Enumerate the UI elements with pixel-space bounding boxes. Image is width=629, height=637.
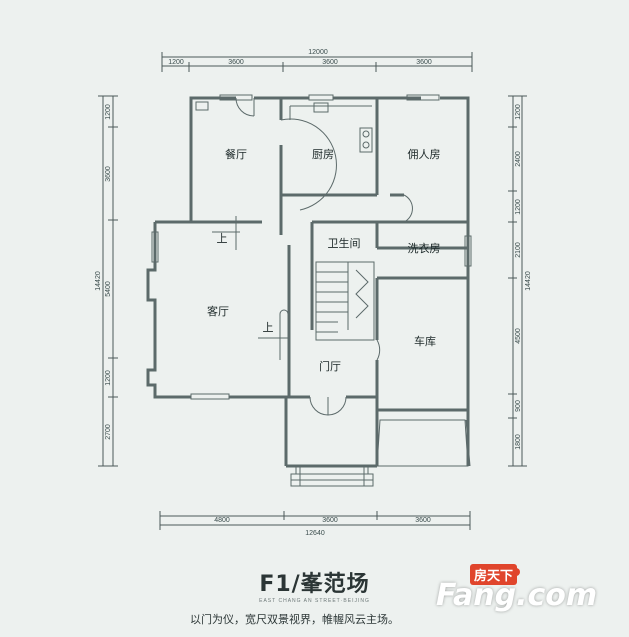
room-garage-label: 车库 <box>414 334 436 348</box>
dim-top-seg-3: 3600 <box>322 59 338 66</box>
room-living-label: 客厅 <box>207 304 229 318</box>
dim-right-seg-2: 2400 <box>515 151 522 167</box>
dim-top-seg-4: 3600 <box>416 59 432 66</box>
dim-left-seg-1: 1200 <box>105 104 112 120</box>
dim-bottom-total: 12640 <box>305 530 325 537</box>
dim-right-seg-1: 1200 <box>515 104 522 120</box>
dim-top-seg-2: 3600 <box>228 59 244 66</box>
dim-right-seg-3: 1200 <box>515 199 522 215</box>
watermark-main: Fang.com <box>436 578 598 613</box>
dim-left-total: 14420 <box>95 271 102 291</box>
dim-left-seg-5: 2700 <box>105 424 112 440</box>
dim-top-total: 12000 <box>308 49 328 56</box>
room-servant-label: 佣人房 <box>408 148 441 161</box>
watermark: 房天下 Fang.com <box>436 560 616 622</box>
floor-plan: 12000 1200 3600 3600 3600 4800 3600 3600… <box>95 49 532 537</box>
room-dining-label: 餐厅 <box>225 147 247 161</box>
fixtures <box>151 94 472 487</box>
dim-bottom-seg-1: 4800 <box>214 517 230 524</box>
dim-bottom-seg-2: 3600 <box>322 517 338 524</box>
dim-right-seg-4: 2100 <box>515 242 522 258</box>
room-kitchen-label: 厨房 <box>312 148 334 161</box>
stair-up-label-1: 上 <box>217 232 228 245</box>
dim-left-seg-2: 3600 <box>105 166 112 182</box>
stair-up-label-2: 上 <box>263 321 274 334</box>
room-bathroom-label: 卫生间 <box>328 236 361 250</box>
dim-right-total: 14420 <box>525 271 532 291</box>
tagline: 以门为仪，宽尺双景视界，帷幄风云主场。 <box>190 613 399 626</box>
dim-top-seg-1: 1200 <box>168 59 184 66</box>
watermark-top: 房天下 <box>470 564 518 585</box>
dimension-lines <box>98 52 527 530</box>
room-foyer-label: 门厅 <box>319 359 341 373</box>
page-subtitle: EAST CHANG AN STREET·BEIJING <box>259 598 370 604</box>
dim-left-seg-3: 5400 <box>105 281 112 297</box>
dim-left-seg-4: 1200 <box>105 370 112 386</box>
dim-right-seg-5: 4500 <box>515 328 522 344</box>
dim-right-seg-7: 1800 <box>515 434 522 450</box>
dim-right-seg-6: 900 <box>515 400 522 412</box>
page-title: F1/峯范场 <box>259 572 370 597</box>
dim-bottom-seg-3: 3600 <box>415 517 431 524</box>
room-laundry-label: 洗衣房 <box>408 241 441 255</box>
walls <box>146 96 470 468</box>
